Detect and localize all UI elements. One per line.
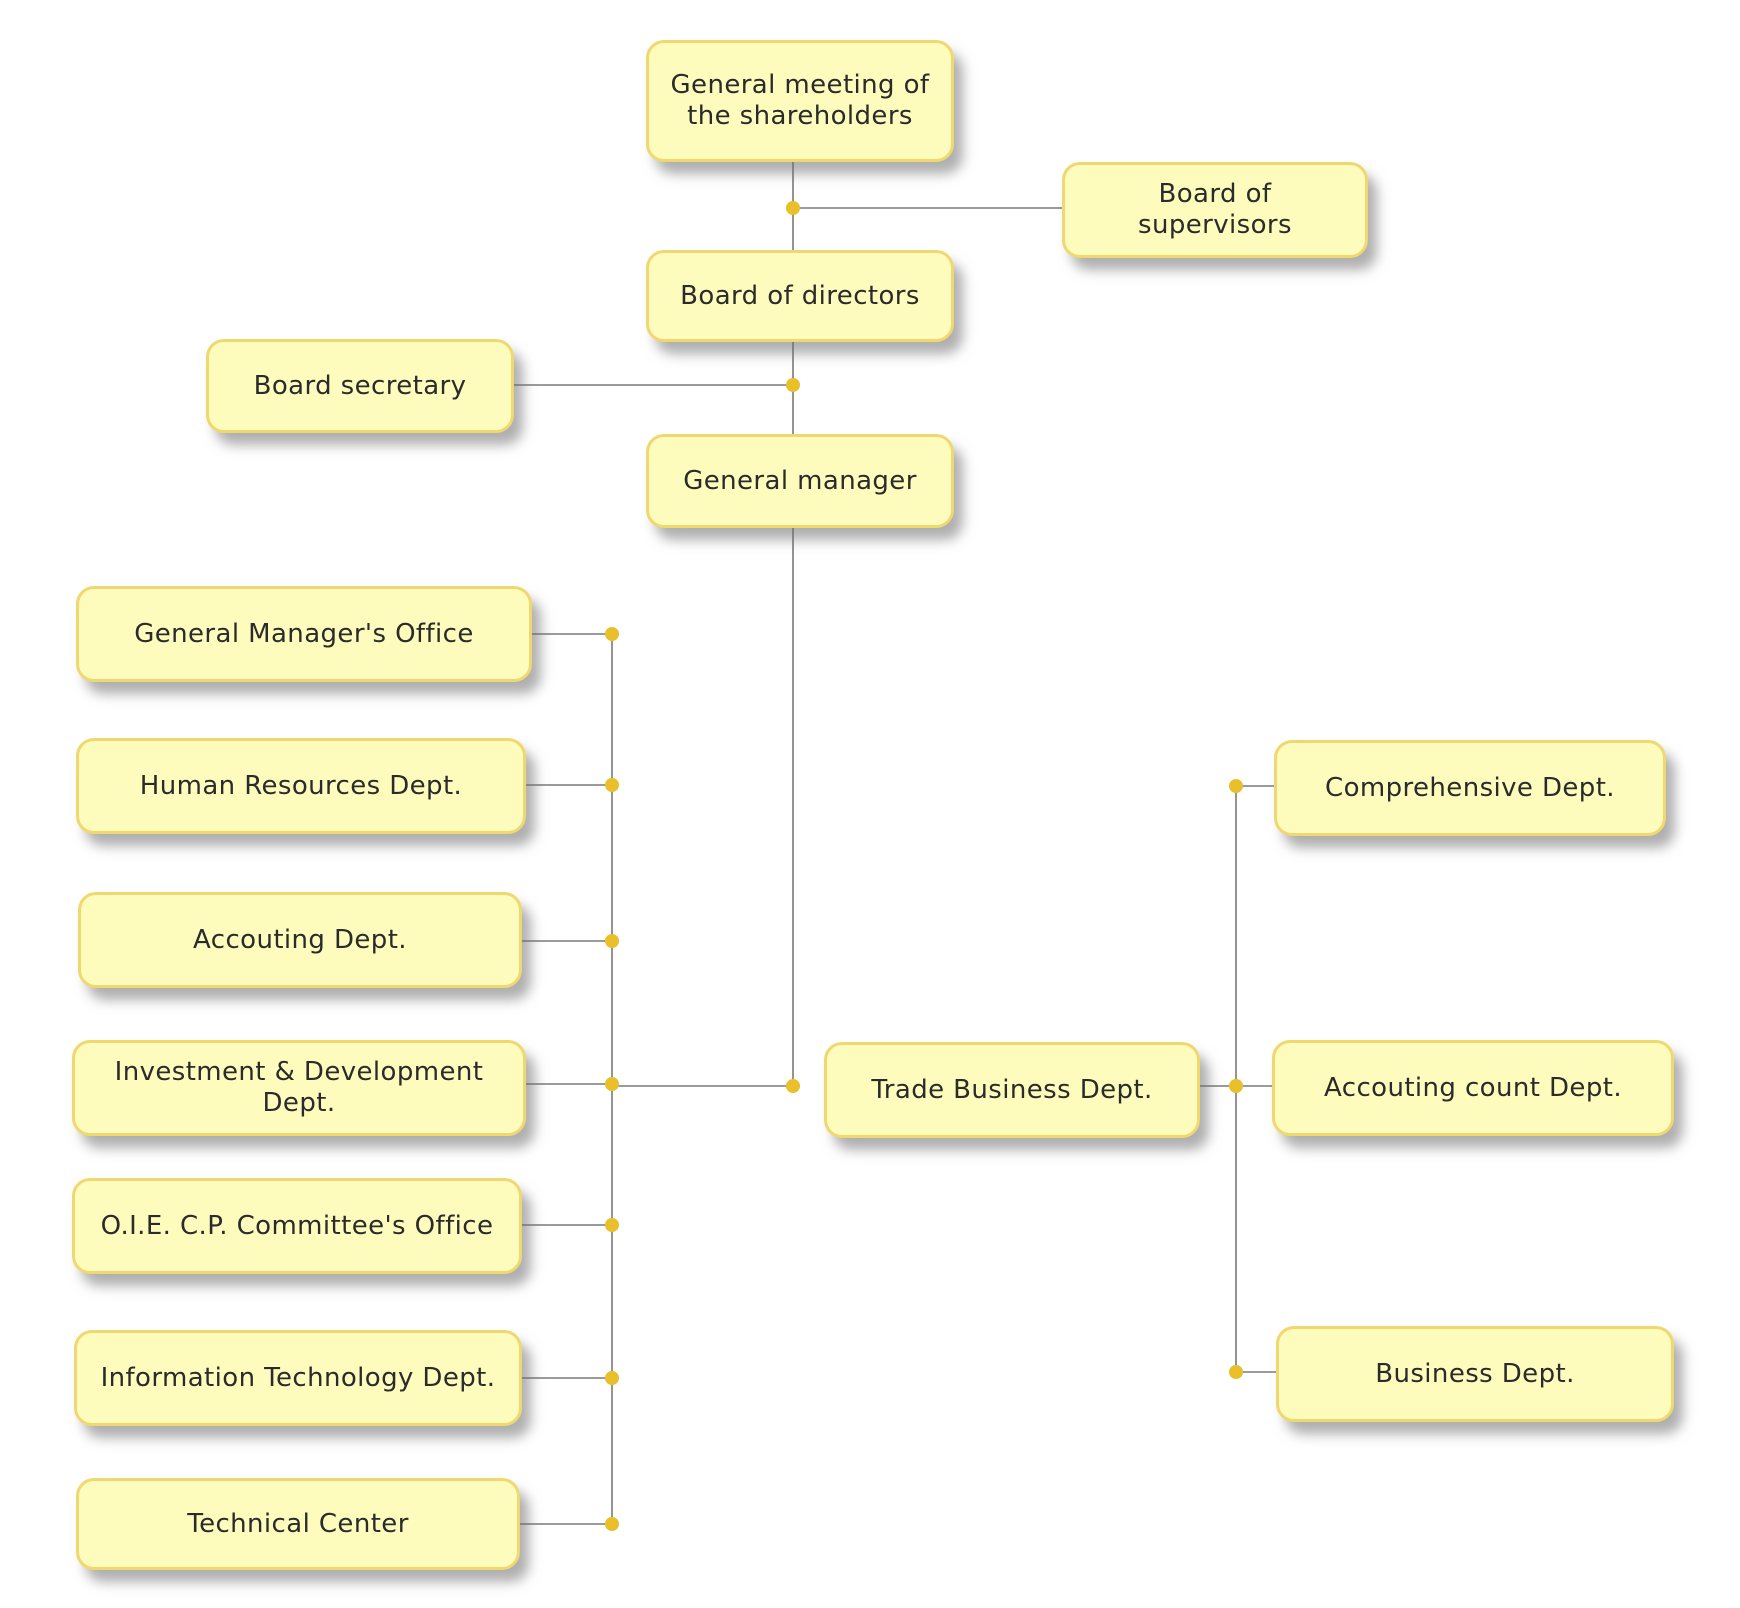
node-general-manager: General manager [646,434,954,528]
connector-lines [514,162,1276,1525]
node-hr-label: Human Resources Dept. [139,770,463,801]
node-business-label: Business Dept. [1375,1358,1575,1389]
node-gm-office-label: General Manager's Office [134,618,474,649]
node-shareholders: General meeting of the shareholders [646,40,954,162]
junction-dot [605,934,619,948]
node-secretary: Board secretary [206,339,514,433]
node-oie-committee-label: O.I.E. C.P. Committee's Office [100,1210,494,1241]
node-supervisors-label: Board of supervisors [1138,179,1292,240]
junction-dot [1229,1079,1243,1093]
junction-dot [786,201,800,215]
junction-dot [605,1077,619,1091]
node-accounting-count-label: Accouting count Dept. [1324,1072,1622,1103]
node-supervisors: Board of supervisors [1062,162,1368,258]
node-it: Information Technology Dept. [74,1330,522,1426]
node-accounting-label: Accouting Dept. [193,924,407,955]
junction-dot [786,378,800,392]
junction-dot [605,778,619,792]
junction-dot [786,1079,800,1093]
node-shareholders-label: General meeting of the shareholders [670,70,930,131]
junction-dot [605,1218,619,1232]
node-it-label: Information Technology Dept. [100,1362,496,1393]
junction-dot [605,1517,619,1531]
node-tech-center-label: Technical Center [187,1508,409,1539]
junction-dot [1229,779,1243,793]
node-comprehensive-label: Comprehensive Dept. [1325,772,1615,803]
node-business: Business Dept. [1276,1326,1674,1422]
junction-dots [605,201,1243,1531]
node-investment-label: Investment & Development Dept. [114,1057,484,1118]
junction-dot [605,1371,619,1385]
node-general-manager-label: General manager [683,465,917,496]
node-accounting: Accouting Dept. [78,892,522,988]
node-oie-committee: O.I.E. C.P. Committee's Office [72,1178,522,1274]
node-accounting-count: Accouting count Dept. [1272,1040,1674,1136]
node-hr: Human Resources Dept. [76,738,526,834]
node-directors-label: Board of directors [680,280,920,311]
junction-dot [605,627,619,641]
node-secretary-label: Board secretary [253,370,467,401]
node-comprehensive: Comprehensive Dept. [1274,740,1666,836]
node-gm-office: General Manager's Office [76,586,532,682]
junction-dot [1229,1365,1243,1379]
node-directors: Board of directors [646,250,954,342]
node-investment: Investment & Development Dept. [72,1040,526,1136]
node-trade-business-label: Trade Business Dept. [871,1074,1153,1105]
node-trade-business: Trade Business Dept. [824,1042,1200,1138]
node-tech-center: Technical Center [76,1478,520,1570]
